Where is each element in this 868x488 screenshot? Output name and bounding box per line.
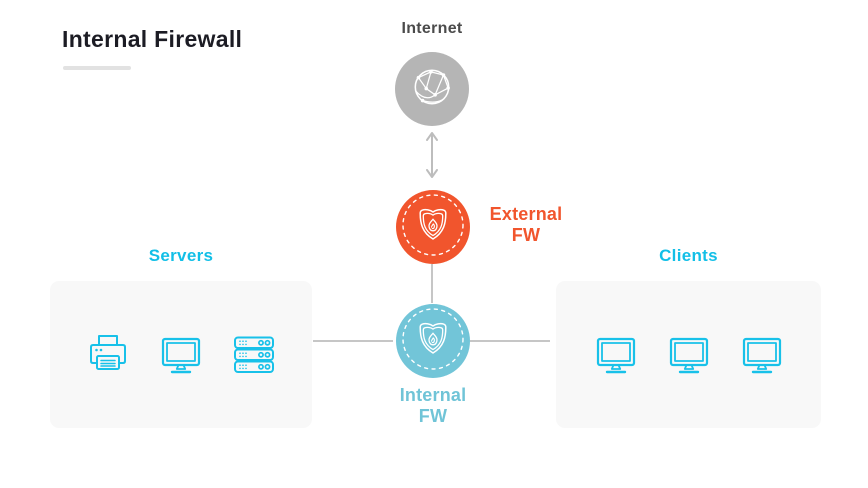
clients-panel — [556, 281, 821, 428]
connector-external-internal — [431, 264, 433, 303]
connector-internal-clients — [470, 340, 550, 342]
servers-label: Servers — [148, 246, 214, 265]
desktop-monitor-icon — [158, 332, 204, 378]
internal-fw-label-line1: Internal — [399, 385, 467, 405]
title-underline — [63, 66, 131, 70]
desktop-monitor-icon — [666, 332, 712, 378]
internal-fw-label-line2: FW — [418, 406, 448, 426]
shield-flame-icon — [396, 188, 470, 267]
desktop-monitor-icon — [593, 332, 639, 378]
clients-label: Clients — [659, 246, 718, 265]
external-fw-label: External FW — [480, 204, 572, 246]
internal-fw-label: Internal FW — [382, 385, 484, 427]
desktop-monitor-icon — [739, 332, 785, 378]
external-fw-node — [396, 190, 470, 264]
printer-icon — [85, 332, 131, 378]
internet-label: Internet — [401, 20, 463, 37]
internet-node — [395, 52, 469, 126]
external-fw-label-line2: FW — [511, 225, 541, 245]
updown-arrow-icon — [425, 130, 439, 185]
shield-flame-icon — [396, 302, 470, 381]
page-title: Internal Firewall — [62, 26, 243, 52]
server-rack-icon — [231, 332, 277, 378]
globe-network-icon — [408, 63, 456, 116]
connector-servers-internal — [313, 340, 393, 342]
internal-fw-node — [396, 304, 470, 378]
external-fw-label-line1: External — [489, 204, 563, 224]
servers-panel — [50, 281, 312, 428]
